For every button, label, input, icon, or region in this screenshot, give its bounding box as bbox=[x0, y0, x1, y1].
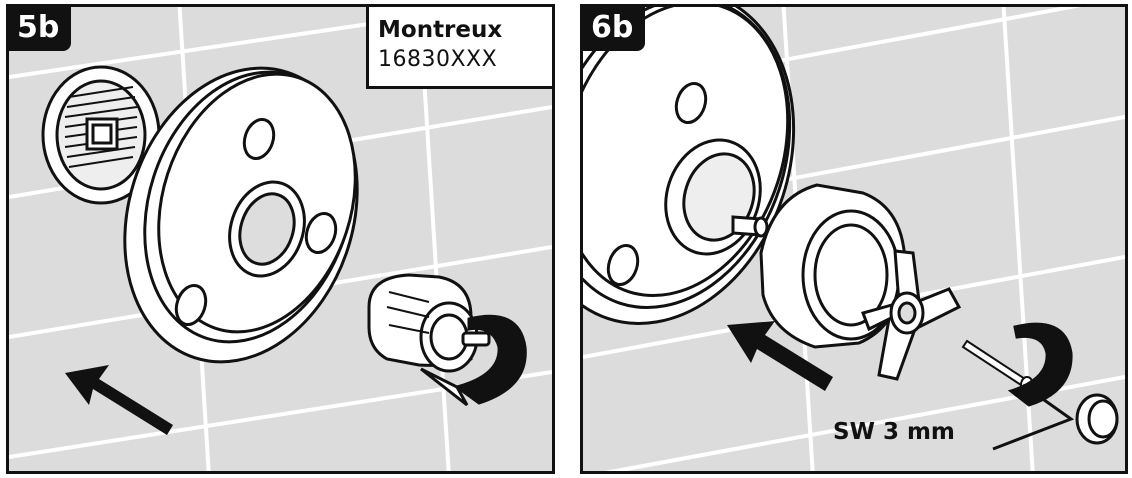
step-5b-panel: 5b Montreux 16830XXX bbox=[6, 4, 555, 474]
handle-bonnet bbox=[759, 183, 907, 349]
step-6b-panel: 6b SW 3 mm bbox=[580, 4, 1128, 474]
tool-size-label: SW 3 mm bbox=[833, 419, 955, 445]
step-badge: 6b bbox=[583, 7, 646, 51]
model-number: 16830XXX bbox=[378, 47, 498, 72]
valve-stem bbox=[664, 138, 769, 256]
model-name: Montreux bbox=[378, 17, 503, 43]
cross-handle bbox=[861, 249, 962, 381]
cartridge-assembly bbox=[367, 273, 527, 407]
escutcheon-plate bbox=[123, 66, 359, 364]
cap bbox=[1075, 393, 1119, 445]
push-arrow bbox=[727, 321, 833, 391]
step-6b-illustration bbox=[583, 7, 1125, 471]
extension-sleeve bbox=[41, 65, 161, 205]
key-ribbon bbox=[1007, 322, 1073, 407]
push-arrow bbox=[65, 365, 173, 435]
step-badge: 5b bbox=[9, 7, 72, 51]
model-info-box: Montreux 16830XXX bbox=[366, 7, 552, 89]
